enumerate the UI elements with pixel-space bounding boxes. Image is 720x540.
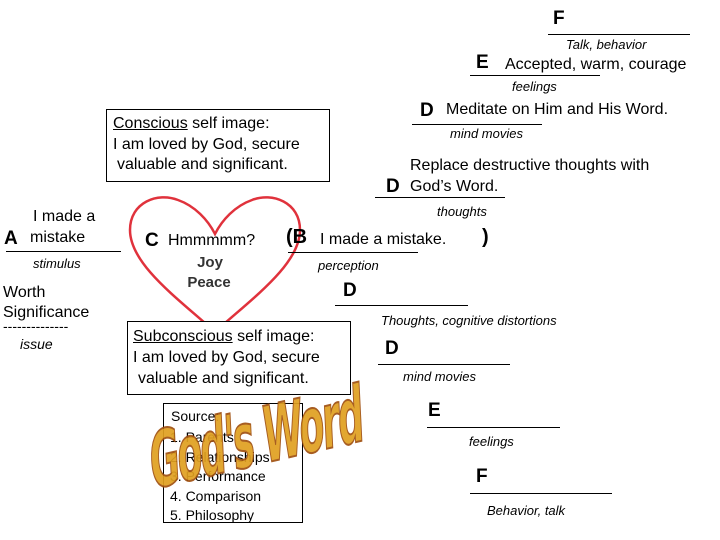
d1-text: Meditate on Him and His Word.: [446, 101, 669, 118]
source-heading: Source:: [171, 408, 220, 424]
a-line: [6, 251, 121, 252]
source-item: 4. Comparison: [170, 487, 262, 504]
a-text-line1: I made a: [33, 208, 96, 225]
a-letter: A: [4, 228, 18, 249]
e-letter-top: E: [476, 52, 489, 73]
b-caption: perception: [318, 258, 379, 273]
d-middle-line: [335, 305, 468, 306]
c-letter: C: [145, 230, 159, 251]
conscious-self-image-box: Conscious self image: I am loved by God,…: [106, 109, 330, 182]
subconscious-self-image-box: Subconscious self image: I am loved by G…: [127, 321, 351, 395]
heart-joy: Joy: [197, 254, 223, 271]
e-bottom-line: [427, 427, 560, 428]
source-item: 3. Performance: [170, 468, 266, 484]
d1-caption: mind movies: [450, 126, 523, 141]
conscious-heading-rest: self image:: [187, 115, 270, 132]
d-middle-letter: D: [343, 280, 357, 301]
source-list: 1. Parents 2. Relationships 3. Performan…: [170, 428, 270, 526]
e-top-line: [470, 75, 600, 76]
e-top-caption: feelings: [512, 79, 557, 94]
issue-caption: issue: [20, 336, 53, 352]
source-item: 2. Relationships: [170, 448, 270, 465]
source-item: 5. Philosophy: [170, 507, 255, 523]
f-top-line: [548, 34, 690, 35]
c-text: Hmmmmm?: [168, 232, 256, 249]
f-bottom-letter: F: [476, 466, 488, 487]
d2-letter: D: [386, 176, 400, 197]
subconscious-line3: valuable and significant.: [138, 370, 309, 387]
e-bottom-letter: E: [428, 400, 441, 421]
d-bottom-line: [378, 364, 510, 365]
source-item: 1. Parents: [170, 429, 234, 445]
b-close: ): [482, 226, 489, 248]
worth-line1: Worth: [3, 284, 46, 301]
d1-letter: D: [420, 100, 434, 121]
d2-caption: thoughts: [437, 204, 487, 219]
source-box: Source: 1. Parents 2. Relationships 3. P…: [163, 403, 303, 523]
d2-text-line2: God’s Word.: [410, 178, 499, 195]
a-text-line2: mistake: [30, 229, 86, 246]
d2-line: [375, 197, 505, 198]
f-top-caption: Talk, behavior: [566, 37, 647, 52]
heart-peace: Peace: [187, 274, 231, 291]
d-middle-caption: Thoughts, cognitive distortions: [381, 313, 557, 328]
subconscious-heading-rest: self image:: [232, 328, 315, 345]
worth-line2: Significance: [3, 304, 90, 321]
d1-line: [412, 124, 542, 125]
d-bottom-letter: D: [385, 338, 399, 359]
f-letter-top: F: [553, 8, 565, 29]
f-bottom-caption: Behavior, talk: [487, 503, 566, 518]
subconscious-heading-word: Subconscious: [133, 328, 233, 345]
heart-path: [128, 196, 302, 334]
b-open: (B: [286, 226, 308, 248]
a-caption: stimulus: [33, 256, 81, 271]
conscious-line2: I am loved by God, secure: [113, 136, 300, 153]
subconscious-heading: Subconscious self image:: [133, 328, 314, 346]
issue-dashes: --------------: [3, 318, 69, 334]
e-top-text: Accepted, warm, courage: [505, 56, 687, 73]
subconscious-line2: I am loved by God, secure: [133, 349, 320, 366]
conscious-line3: valuable and significant.: [117, 156, 288, 173]
d-bottom-caption: mind movies: [403, 369, 476, 384]
e-bottom-caption: feelings: [469, 434, 514, 449]
heart-outline: [128, 196, 302, 334]
conscious-heading: Conscious self image:: [113, 115, 270, 133]
conscious-heading-word: Conscious: [113, 115, 188, 132]
b-line: [288, 252, 418, 253]
d2-text-line1: Replace destructive thoughts with: [410, 157, 650, 174]
b-text: I made a mistake.: [320, 231, 447, 248]
f-bottom-line: [470, 493, 612, 494]
